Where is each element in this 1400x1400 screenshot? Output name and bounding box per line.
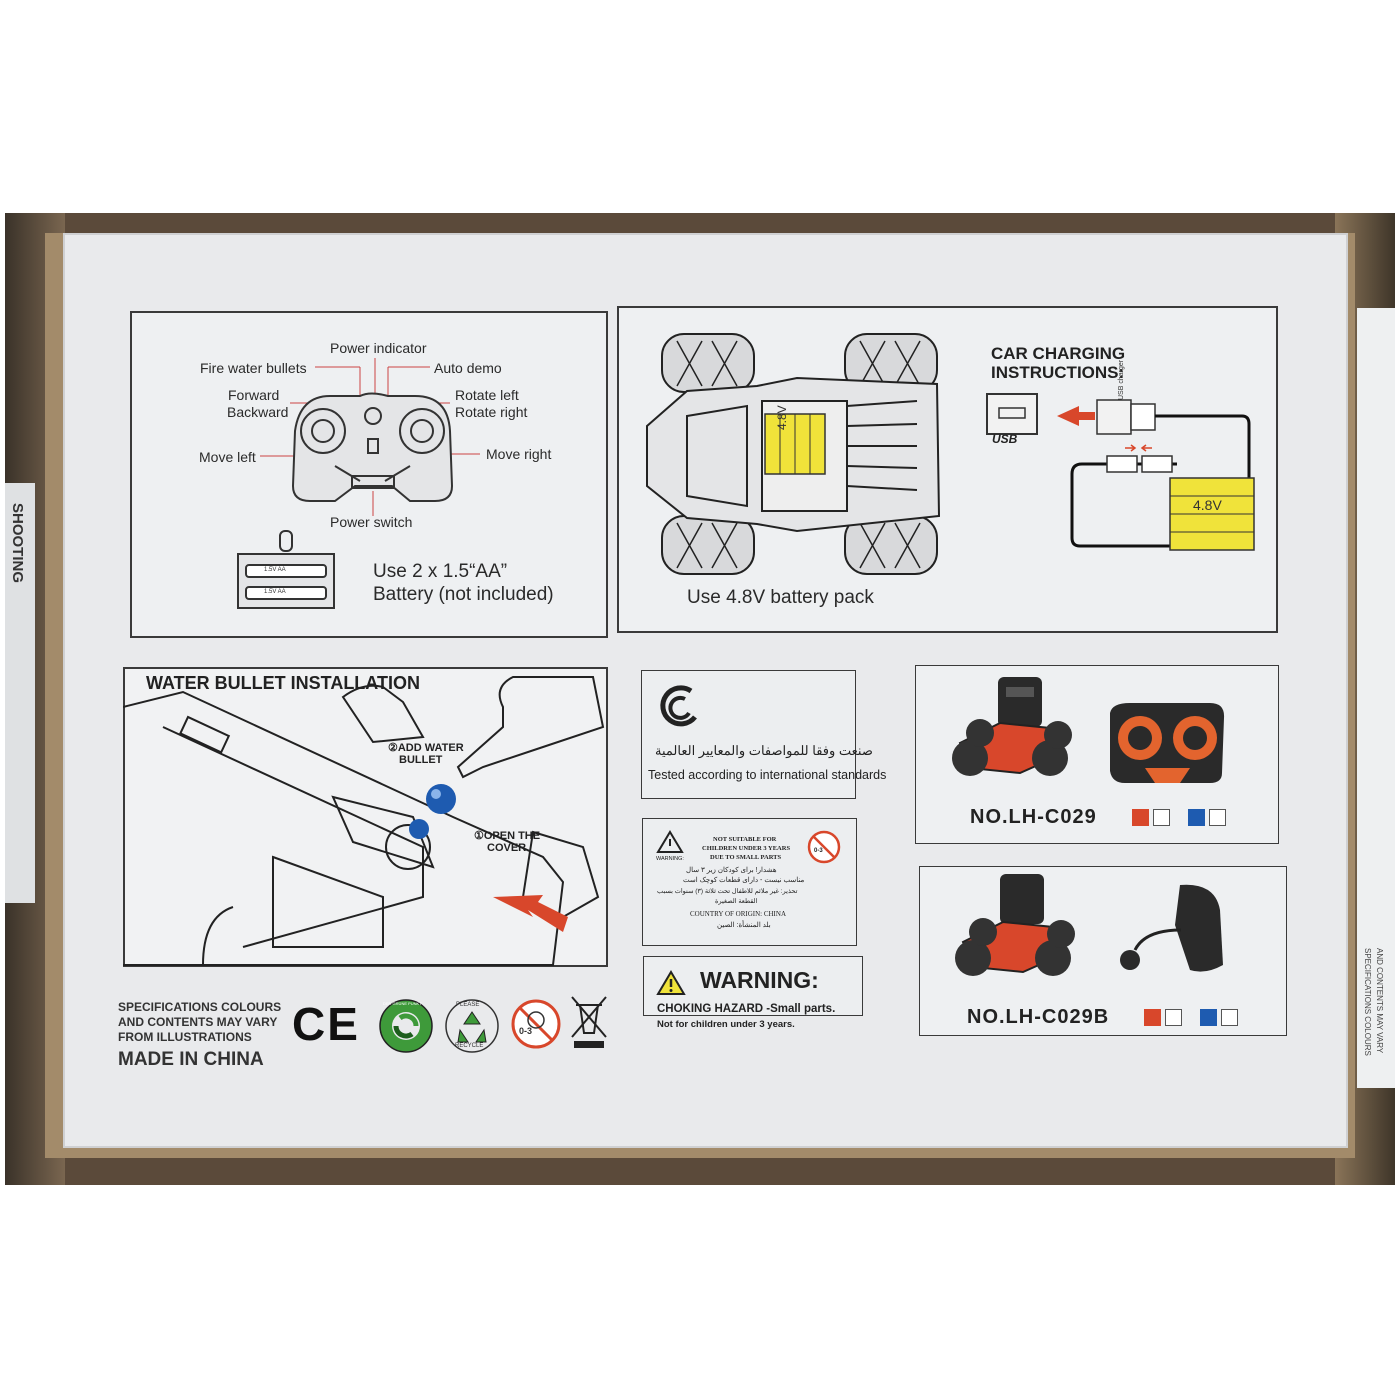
checkbox-red [1153,809,1170,827]
model-c029-code: NO.LH-C029 [970,806,1097,828]
small-warning-word: WARNING: [656,856,684,862]
standards-logo-icon [660,685,697,727]
label-move-left: Move left [199,449,256,465]
water-bullet-panel [123,667,608,967]
battery-requirement-line1: Use 2 x 1.5“AA” [373,561,508,582]
small-warning-line3: DUE TO SMALL PARTS [710,854,782,861]
battery-cell-label-2: 1.5V AA [264,589,286,595]
small-warning-line2: CHILDREN UNDER 3 YEARS [702,845,791,852]
label-auto-demo: Auto demo [434,360,502,376]
model-c029-illustration [952,677,1225,783]
label-rotate-left: Rotate left [455,387,519,403]
model-c029-swatches [1128,809,1227,827]
spec-line2: AND CONTENTS MAY VARY [118,1015,278,1029]
side-box-left-text: SHOOTING [9,503,26,584]
swatch-blue [1200,1009,1218,1027]
choking-line2: Not for children under 3 years. [657,1019,795,1030]
spec-line3: FROM ILLUSTRATIONS [118,1030,252,1044]
no-under-3-icon [807,830,841,864]
water-bullet-title: WATER BULLET INSTALLATION [146,673,420,693]
made-in-china: MADE IN CHINA [118,1049,264,1070]
checkbox-blue-checked [1221,1009,1239,1027]
controller-illustration [237,358,480,609]
step2-line2: BULLET [399,754,443,766]
small-warning-origin-arabic: بلد المنشأة: الصين [717,922,771,929]
age-warning-icon [511,999,561,1049]
choking-title: WARNING: [700,967,819,993]
checkbox-red [1165,1009,1182,1027]
charging-title-line1: CAR CHARGING [991,344,1126,363]
usb-port-label: USB [992,432,1018,446]
checkbox-blue [1209,809,1227,827]
step2-line1: ②ADD WATER [388,742,464,754]
standards-arabic: صنعت وفقا للمواصفات والمعايير العالمية [655,743,873,758]
age-warning-text: 0-3 [519,1026,533,1036]
swatch-red [1144,1009,1161,1027]
green-dot-icon [379,999,433,1053]
battery-cell-label-1: 1.5V AA [264,567,286,573]
label-backward: Backward [227,404,289,420]
small-warning-line1: NOT SUITABLE FOR [713,836,777,843]
choking-triangle-icon [656,970,686,995]
swatch-blue [1188,809,1206,827]
small-warning-farsi2: مناسب نیست - دارای قطعات کوچک است [683,877,805,884]
weee-bin-icon [571,996,607,1048]
model-c029b-illustration [955,874,1223,976]
label-rotate-right: Rotate right [455,404,528,420]
warning-triangle-icon [656,830,684,853]
side-box-right-text2: AND CONTENTS MAY VARY [1375,948,1384,1054]
small-warning-farsi1: هشدار! برای کودکان زیر ۳ سال [686,867,777,874]
label-fire-water-bullets: Fire water bullets [200,360,307,376]
label-power-indicator: Power indicator [330,340,427,356]
small-warning-age: 0-3 [814,848,823,854]
charging-title-line2: INSTRUCTIONS: [991,363,1125,382]
small-warning-origin: COUNTRY OF ORIGIN: CHINA [690,910,786,918]
label-forward: Forward [228,387,280,403]
swatch-red [1132,809,1149,827]
standards-english: Tested according to international standa… [648,768,887,782]
usb-charger-label: USB charger [1118,359,1125,400]
car-topview-illustration [646,333,1255,575]
car-battery-voltage: 4.8V [775,405,789,430]
standards-box [641,670,856,799]
choking-line1: CHOKING HAZARD -Small parts. [657,1003,836,1015]
label-power-switch: Power switch [330,514,413,530]
side-box-left: SHOOTING [5,483,35,903]
label-move-right: Move right [486,446,552,462]
model-c029b-code: NO.LH-C029B [967,1006,1110,1028]
recycle-top-text: PLEASE [456,1002,480,1008]
battery-requirement-line2: Battery (not included) [373,584,554,605]
ce-mark: CE [292,998,360,1050]
step1-line1: ①OPEN THE [474,830,541,842]
model-c029b-swatches [1140,1009,1239,1027]
recycle-bottom-text: RECYCLE [455,1043,484,1049]
water-bullet-illustration [123,676,605,966]
charger-pack-voltage: 4.8V [1193,497,1222,513]
spec-line1: SPECIFICATIONS COLOURS [118,1000,282,1014]
step1-line2: COVER [487,842,527,854]
recycle-icon [445,999,499,1053]
small-warning-arabic1: تحذير: غير ملائم للاطفال تحت ثلاثة (٣) س… [657,888,798,895]
side-box-right: SPECIFICATIONS COLOURS AND CONTENTS MAY … [1357,308,1395,1088]
battery-pack-caption: Use 4.8V battery pack [687,587,874,608]
small-warning-arabic2: القطعة الصغيرة [715,898,758,905]
side-box-right-text1: SPECIFICATIONS COLOURS [1363,948,1372,1056]
green-dot-text: DER GRÜNE PUNKT [383,1001,422,1006]
